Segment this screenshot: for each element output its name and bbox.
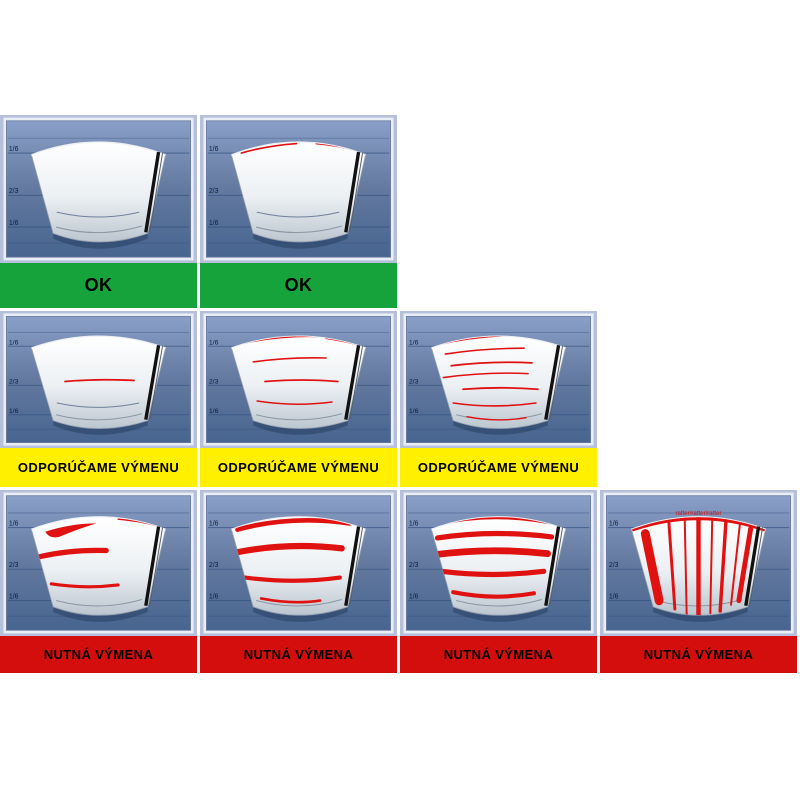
wiper-blade-icon [144,526,161,607]
wiper-test-panel-graphic: 1/6 2/3 1/6 [3,313,194,446]
wiper-test-panel-graphic: 1/6 2/3 1/6 [403,313,594,446]
zone-label: 2/3 [9,187,19,195]
wiper-blade-icon [544,344,561,420]
panel-recommend-1: 1/6 2/3 1/6 [0,311,197,448]
zone-label: 2/3 [409,561,419,569]
status-label-required-4: NUTNÁ VÝMENA [600,636,797,673]
chatter-annotation: ratter/ratter/ratter [676,510,722,517]
wiper-test-panel-graphic: 1/6 2/3 1/6 [403,492,594,634]
status-label-recommend-1: ODPORÚČAME VÝMENU [0,448,197,487]
status-label-recommend-3: ODPORÚČAME VÝMENU [400,448,597,487]
zone-label: 1/6 [209,339,219,346]
zone-label: 2/3 [9,378,19,385]
chart-row-required: 1/6 2/3 1/6 1/6 2/3 1/6 1/6 2/3 1/6 1/6 2/3 1/6 ratt… [0,490,800,673]
wiper-blade-icon [544,526,561,607]
zone-label: 1/6 [9,519,19,527]
zone-label: 1/6 [209,145,219,153]
zone-label: 1/6 [609,592,619,600]
zone-label: 1/6 [609,519,619,527]
zone-label: 1/6 [209,519,219,527]
panel-ok-2: 1/6 2/3 1/6 [200,115,397,263]
wiper-test-panel-graphic: 1/6 2/3 1/6 [203,313,394,446]
panel-ok-1: 1/6 2/3 1/6 [0,115,197,263]
status-label-ok-2: OK [200,263,397,308]
zone-label: 1/6 [9,145,19,153]
zone-label: 1/6 [409,519,419,527]
panel-row-ok: 1/6 2/3 1/6 1/6 2/3 1/6 [0,115,800,263]
zone-label: 1/6 [209,408,219,415]
status-label-required-1: NUTNÁ VÝMENA [0,636,197,673]
wiper-blade-icon [344,526,361,607]
wiper-blade-icon [744,526,761,607]
panel-required-2: 1/6 2/3 1/6 [200,490,397,636]
panel-row-required: 1/6 2/3 1/6 1/6 2/3 1/6 1/6 2/3 1/6 1/6 2/3 1/6 ratt… [0,490,800,636]
status-label-ok-1: OK [0,263,197,308]
zone-label: 2/3 [209,378,219,385]
panel-recommend-2: 1/6 2/3 1/6 [200,311,397,448]
zone-label: 1/6 [209,219,219,227]
zone-label: 2/3 [409,378,419,385]
wiper-test-panel-graphic: 1/6 2/3 1/6 [203,117,394,261]
zone-label: 2/3 [209,187,219,195]
wiper-test-panel-graphic: 1/6 2/3 1/6 [3,492,194,634]
zone-label: 1/6 [9,219,19,227]
wiper-test-panel-graphic: 1/6 2/3 1/6 ratter/ratter/ratter [603,492,794,634]
wiper-blade-icon [344,344,361,420]
zone-label: 2/3 [609,561,619,569]
status-label-required-3: NUTNÁ VÝMENA [400,636,597,673]
panel-required-4: 1/6 2/3 1/6 ratter/ratter/ratter [600,490,797,636]
zone-label: 2/3 [9,561,19,569]
wiper-blade-icon [344,151,361,233]
zone-label: 1/6 [409,408,419,415]
wiper-blade-icon [144,151,161,233]
zone-label: 1/6 [209,592,219,600]
panel-required-1: 1/6 2/3 1/6 [0,490,197,636]
zone-label: 1/6 [409,339,419,346]
wiper-test-panel-graphic: 1/6 2/3 1/6 [203,492,394,634]
status-label-recommend-2: ODPORÚČAME VÝMENU [200,448,397,487]
zone-label: 1/6 [9,339,19,346]
panel-recommend-3: 1/6 2/3 1/6 [400,311,597,448]
status-label-required-2: NUTNÁ VÝMENA [200,636,397,673]
panel-row-recommend: 1/6 2/3 1/6 1/6 2/3 1/6 1/6 2/3 1/6 [0,311,800,448]
wiper-test-panel-graphic: 1/6 2/3 1/6 [3,117,194,261]
zone-label: 1/6 [9,408,19,415]
zone-label: 1/6 [409,592,419,600]
zone-label: 1/6 [9,592,19,600]
zone-label: 2/3 [209,561,219,569]
panel-required-3: 1/6 2/3 1/6 [400,490,597,636]
wiper-blade-icon [144,344,161,420]
